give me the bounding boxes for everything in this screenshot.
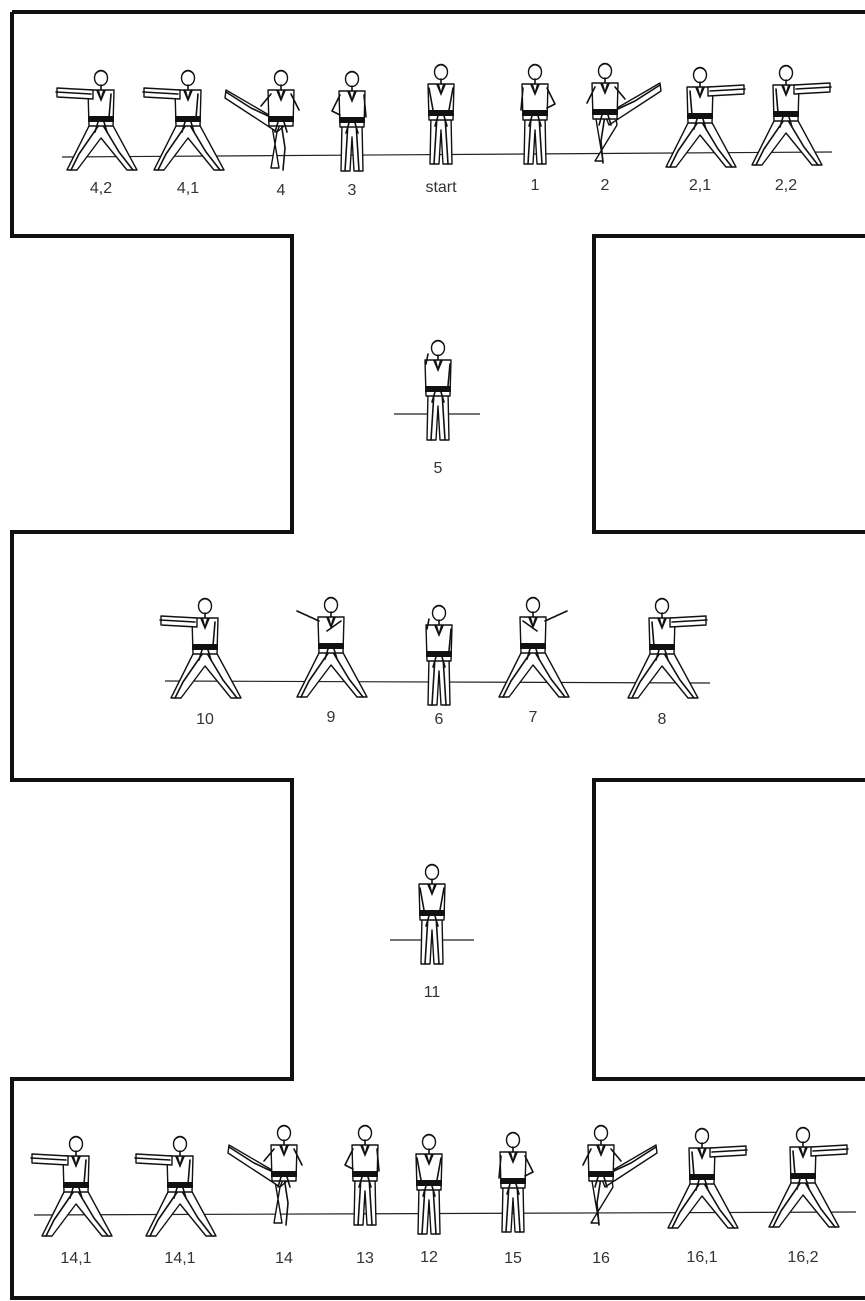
step-label-start: start: [425, 179, 457, 196]
figure-step-11: [419, 865, 445, 965]
step-label-7: 7: [529, 709, 538, 726]
step-label-2: 2: [601, 177, 610, 194]
step-label-13: 13: [356, 1250, 374, 1267]
step-label-2-2: 2,2: [775, 177, 797, 194]
step-label-14-1b: 14,1: [164, 1250, 195, 1267]
figure-step-5: [425, 341, 451, 441]
figure-step-14-1a: [31, 1137, 112, 1237]
step-label-11: 11: [424, 984, 441, 1001]
figure-step-2: [587, 64, 661, 164]
figure-step-start: [428, 65, 454, 165]
step-label-10: 10: [196, 711, 214, 728]
step-label-16: 16: [592, 1250, 610, 1267]
step-label-14: 14: [275, 1250, 293, 1267]
figure-step-2-2: [752, 66, 831, 166]
step-label-2-1: 2,1: [689, 177, 711, 194]
step-label-5: 5: [434, 460, 443, 477]
figure-step-16: [583, 1126, 657, 1226]
figure-step-14: [228, 1126, 302, 1226]
step-label-4-2: 4,2: [90, 180, 112, 197]
step-label-4-1: 4,1: [177, 180, 199, 197]
step-label-6: 6: [435, 711, 444, 728]
step-label-1: 1: [531, 177, 540, 194]
step-label-14-1a: 14,1: [60, 1250, 91, 1267]
step-label-4: 4: [277, 182, 286, 199]
step-label-3: 3: [348, 182, 357, 199]
figure-step-10: [160, 599, 241, 699]
figure-step-3: [332, 72, 366, 172]
figure-step-12: [416, 1135, 442, 1235]
figure-step-15: [499, 1133, 533, 1233]
step-label-16-2: 16,2: [787, 1249, 818, 1266]
figure-step-6: [426, 606, 452, 706]
figure-step-4-1: [143, 71, 224, 171]
figure-step-14-1b: [135, 1137, 216, 1237]
step-figures: [31, 64, 848, 1237]
step-label-8: 8: [658, 711, 667, 728]
figure-step-1: [521, 65, 555, 165]
step-label-15: 15: [504, 1250, 522, 1267]
figure-step-13: [345, 1126, 379, 1226]
figure-step-4-2: [56, 71, 137, 171]
step-label-9: 9: [327, 709, 336, 726]
step-label-16-1: 16,1: [686, 1249, 717, 1266]
step-label-12: 12: [420, 1249, 438, 1266]
